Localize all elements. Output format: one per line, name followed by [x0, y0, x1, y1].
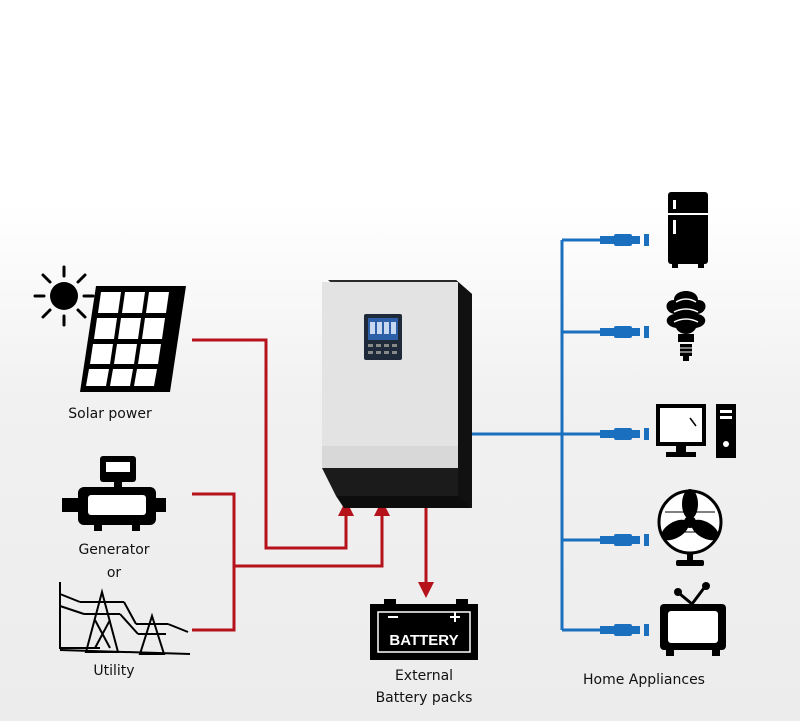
solar-to-inverter-wire: [192, 338, 348, 550]
solar-panel-icon: [80, 286, 186, 392]
home-appliances-label: Home Appliances: [583, 672, 705, 688]
refrigerator-icon: [668, 192, 708, 268]
utility-label: Utility: [93, 663, 135, 679]
plugs: [600, 234, 649, 636]
power-tower-icon: [59, 582, 191, 655]
plug-icon: [600, 234, 649, 246]
television-icon: [660, 582, 726, 656]
sun-icon: [33, 265, 95, 327]
generator-icon: [62, 456, 166, 531]
plug-icon: [600, 428, 649, 440]
fan-icon: [657, 489, 723, 566]
light-bulb-icon: [666, 291, 706, 361]
battery-text: BATTERY: [389, 632, 458, 649]
external-label: External: [394, 668, 454, 684]
generator-label: Generator: [78, 542, 150, 558]
generator-to-inverter-wire: [192, 492, 236, 632]
or-label: or: [106, 565, 122, 581]
plug-icon: [600, 534, 649, 546]
battery-icon: BATTERY: [370, 599, 478, 660]
solar-power-label: Solar power: [68, 406, 152, 422]
input-arrows: [338, 500, 434, 598]
computer-icon: [656, 404, 736, 458]
utility-to-inverter-wire: [234, 510, 384, 568]
inverter-device: [322, 280, 472, 508]
battery-packs-label: Battery packs: [375, 690, 473, 706]
input-wires: [192, 338, 428, 632]
plug-icon: [600, 624, 649, 636]
plug-icon: [600, 326, 649, 338]
arrow-down-battery: [418, 582, 434, 598]
